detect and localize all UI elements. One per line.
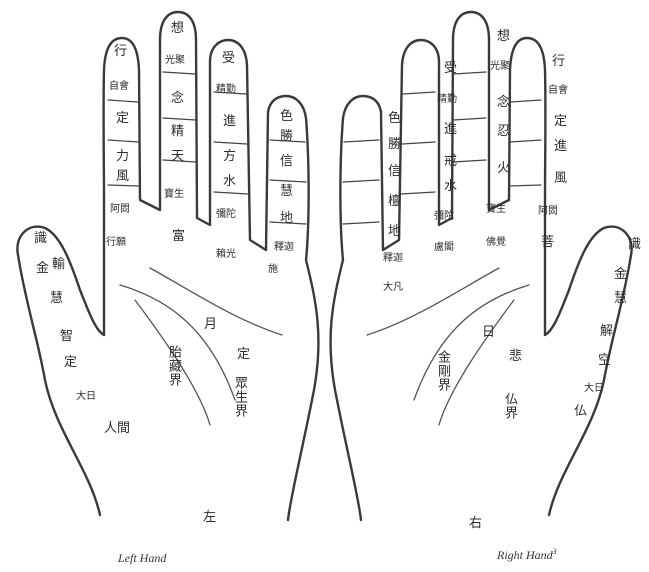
left-index-label: 定: [116, 112, 129, 125]
left-middle-label: 富: [172, 230, 185, 243]
right-palm-label: 金剛界: [436, 350, 449, 392]
right-little-label: 釋迦: [383, 254, 403, 264]
left-thumb-label: 輸: [52, 258, 65, 271]
right-index-label: 自會: [548, 86, 568, 96]
left-ring-label: 方: [223, 150, 236, 163]
left-middle-label: 精: [171, 125, 184, 138]
left-middle-label: 想: [171, 22, 184, 35]
left-thumb-label: 智: [60, 330, 73, 343]
left-little-label: 信: [280, 155, 293, 168]
right-little-label: 勝: [388, 138, 401, 151]
right-hand-caption-text: Right Hand: [497, 548, 553, 562]
left-ring-label: 精勤: [216, 85, 236, 95]
right-ring-label: 精勤: [437, 95, 457, 105]
right-little-label: 檀: [388, 195, 401, 208]
left-index-label: 行願: [106, 238, 126, 248]
left-palm-label: 月: [204, 318, 217, 331]
left-palm-label: 眾生界: [233, 376, 246, 418]
left-middle-label: 天: [171, 150, 184, 163]
left-ring-label: 賴光: [216, 250, 236, 260]
right-thumb-label: 慧: [614, 292, 627, 305]
left-little-label: 勝: [280, 130, 293, 143]
right-thumb-label: 空: [598, 354, 611, 367]
left-hand-mark: 左: [203, 506, 216, 525]
left-thumb-label: 人間: [104, 422, 130, 435]
left-little-label: 地: [280, 212, 293, 225]
left-ring-label: 受: [222, 52, 235, 65]
right-index-label: 菩: [541, 236, 554, 249]
left-palm-label: 定: [237, 348, 250, 361]
left-thumb-label: 大日: [76, 392, 96, 402]
left-middle-label: 光聚: [165, 56, 185, 66]
right-little-label: 信: [388, 165, 401, 178]
right-palm-label: 日: [482, 326, 495, 339]
right-thumb-label: 大日: [584, 384, 604, 394]
right-ring-label: 彌陀: [434, 212, 454, 222]
right-hand-mark: 右: [469, 512, 482, 531]
right-ring-label: 水: [444, 180, 457, 193]
right-middle-label: 佛覺: [486, 238, 506, 248]
left-ring-label: 進: [223, 115, 236, 128]
right-middle-label: 忍: [497, 125, 510, 138]
right-middle-label: 念: [497, 96, 510, 109]
left-index-label: 阿閦: [110, 205, 130, 215]
right-ring-label: 戒: [444, 155, 457, 168]
left-ring-label: 水: [223, 175, 236, 188]
right-thumb-label: 解: [600, 325, 613, 338]
right-ring-label: 受: [444, 62, 457, 75]
left-thumb-label: 慧: [50, 292, 63, 305]
left-ring-label: 彌陀: [216, 210, 236, 220]
right-middle-label: 想: [497, 30, 510, 43]
left-hand-caption: Left Hand: [118, 551, 166, 566]
right-thumb-label: 仏: [574, 405, 587, 418]
left-palm-label: 胎藏界: [167, 345, 180, 387]
right-hand-caption: Right Hand3: [497, 547, 557, 563]
right-little-label: 地: [388, 225, 401, 238]
right-ring-label: 進: [444, 123, 457, 136]
right-middle-label: 火: [497, 162, 510, 175]
right-middle-label: 光聚: [490, 62, 510, 72]
left-index-label: 自會: [109, 82, 129, 92]
left-index-label: 風: [116, 170, 129, 183]
right-middle-label: 寶生: [486, 205, 506, 215]
right-thumb-label: 金: [614, 268, 627, 281]
right-palm-label: 悲: [509, 350, 522, 363]
right-little-label: 大凡: [383, 283, 403, 293]
right-index-label: 定: [554, 115, 567, 128]
left-little-label: 施: [268, 265, 278, 275]
right-index-label: 行: [552, 55, 565, 68]
left-index-label: 行: [114, 45, 127, 58]
left-index-label: 力: [116, 150, 129, 163]
right-ring-label: 盧閣: [434, 243, 454, 253]
left-thumb-label: 金: [36, 262, 49, 275]
right-palm-label: 仏界: [503, 392, 516, 420]
right-hand-outline: [331, 12, 632, 520]
left-middle-label: 念: [171, 92, 184, 105]
right-index-label: 風: [554, 172, 567, 185]
right-index-label: 阿閦: [538, 207, 558, 217]
left-middle-label: 寶生: [164, 190, 184, 200]
right-little-label: 色: [388, 112, 401, 125]
left-little-label: 色: [280, 110, 293, 123]
caption-superscript: 3: [553, 547, 557, 556]
right-index-label: 進: [554, 140, 567, 153]
right-thumb-label: 識: [628, 238, 641, 251]
left-thumb-label: 定: [64, 356, 77, 369]
left-little-label: 慧: [280, 185, 293, 198]
left-little-label: 釋迦: [274, 243, 294, 253]
left-thumb-label: 識: [34, 232, 47, 245]
